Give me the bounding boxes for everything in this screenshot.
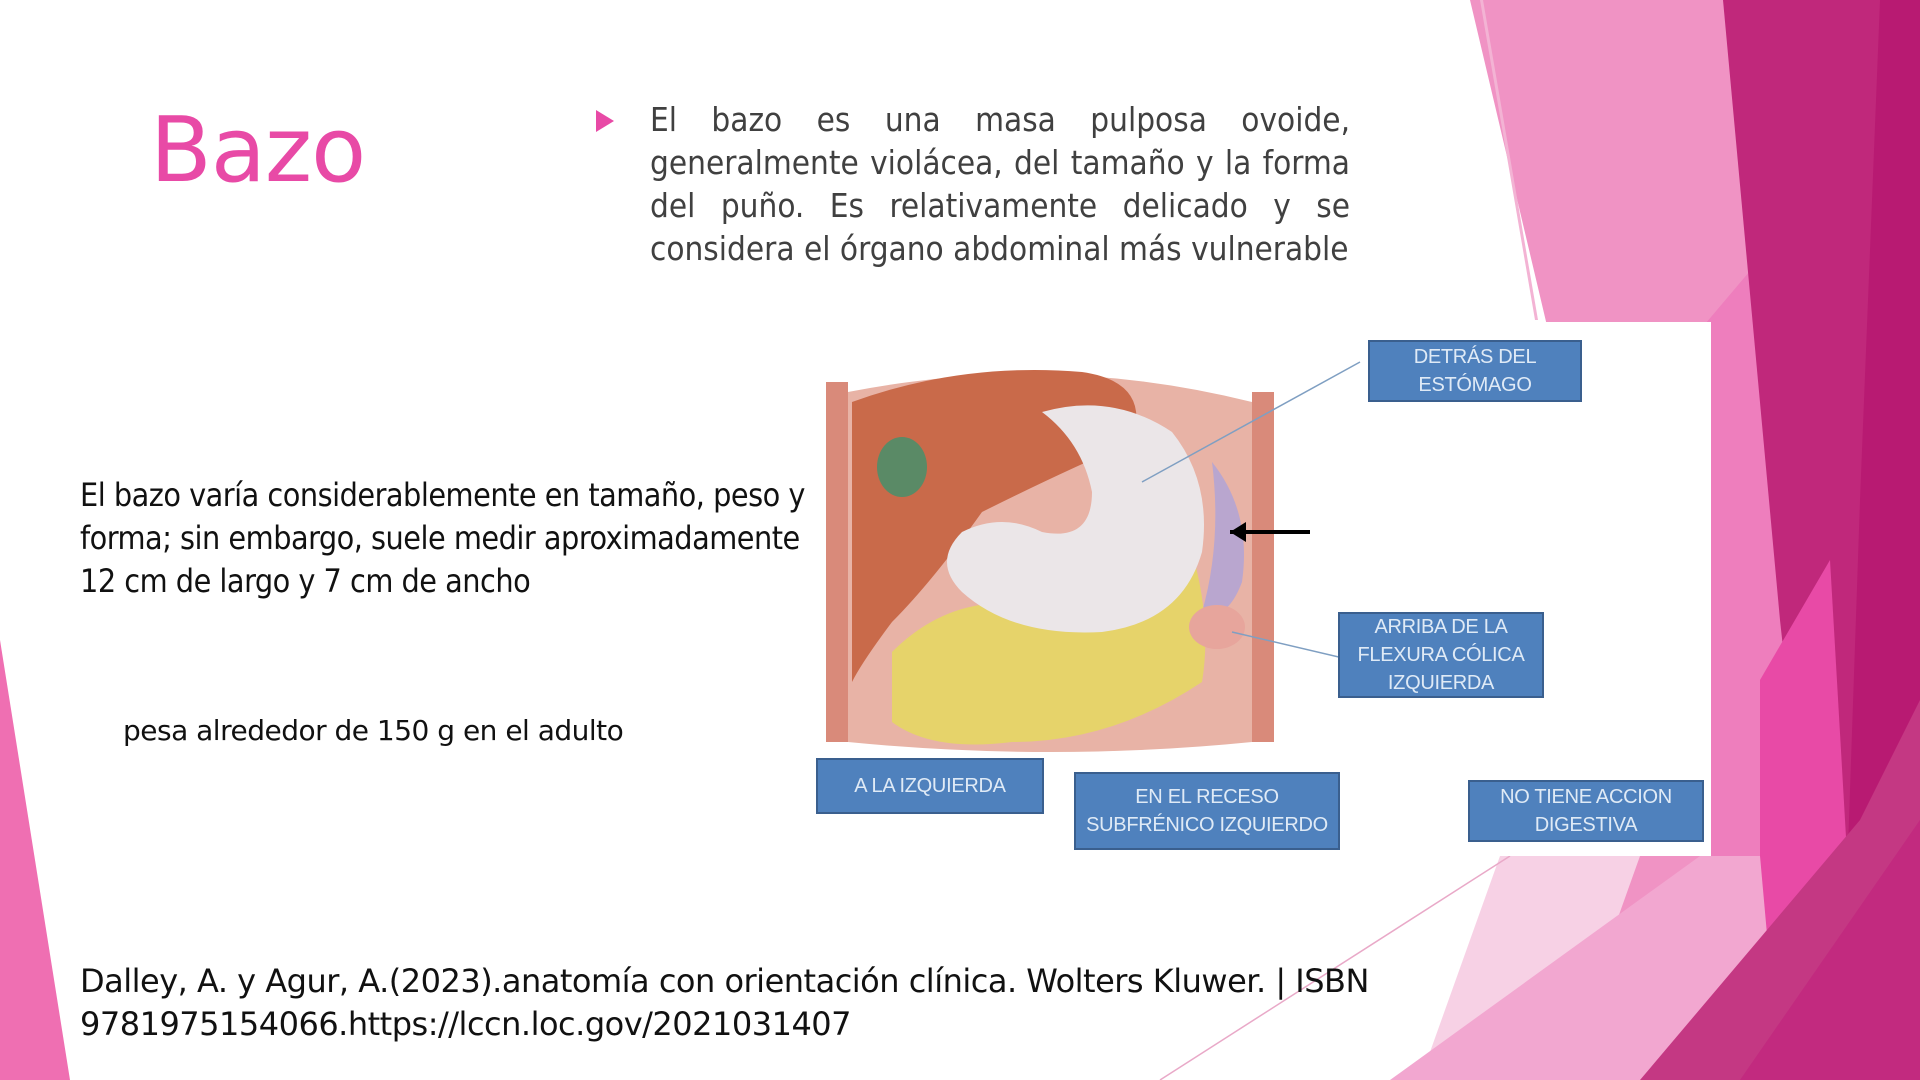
- facet-deep-bottom: [1740, 820, 1920, 1080]
- label-above-colic-flexure: ARRIBA DE LA FLEXURA CÓLICA IZQUIERDA: [1338, 612, 1544, 698]
- label-subphrenic-recess: EN EL RECESO SUBFRÉNICO IZQUIERDO: [1074, 772, 1340, 850]
- label-to-the-left: A LA IZQUIERDA: [816, 758, 1044, 814]
- label-behind-stomach: DETRÁS DEL ESTÓMAGO: [1368, 340, 1582, 402]
- size-paragraph: El bazo varía considerablemente en tamañ…: [80, 476, 805, 600]
- anatomy-figure: DETRÁS DEL ESTÓMAGO ARRIBA DE LA FLEXURA…: [812, 322, 1711, 856]
- facet-pale-line: [1480, 0, 1538, 320]
- facet-left-pink: [0, 640, 70, 1080]
- label-no-digestive-action: NO TIENE ACCION DIGESTIVA: [1468, 780, 1704, 842]
- bullet-item: El bazo es una masa pulposa ovoide, gene…: [596, 98, 1356, 270]
- citation-reference: Dalley, A. y Agur, A.(2023).anatomía con…: [80, 962, 1369, 1043]
- facet-soft-pink-bottom: [1390, 856, 1780, 1080]
- bullet-text: El bazo es una masa pulposa ovoide, gene…: [650, 100, 1350, 268]
- weight-note: pesa alrededor de 150 g en el adulto: [123, 714, 624, 747]
- thin-diagonal-line: [1159, 855, 1511, 1080]
- slide-title: Bazo: [150, 98, 366, 203]
- anatomy-illustration-icon: [826, 361, 1361, 752]
- triangle-bullet-icon: [596, 110, 614, 132]
